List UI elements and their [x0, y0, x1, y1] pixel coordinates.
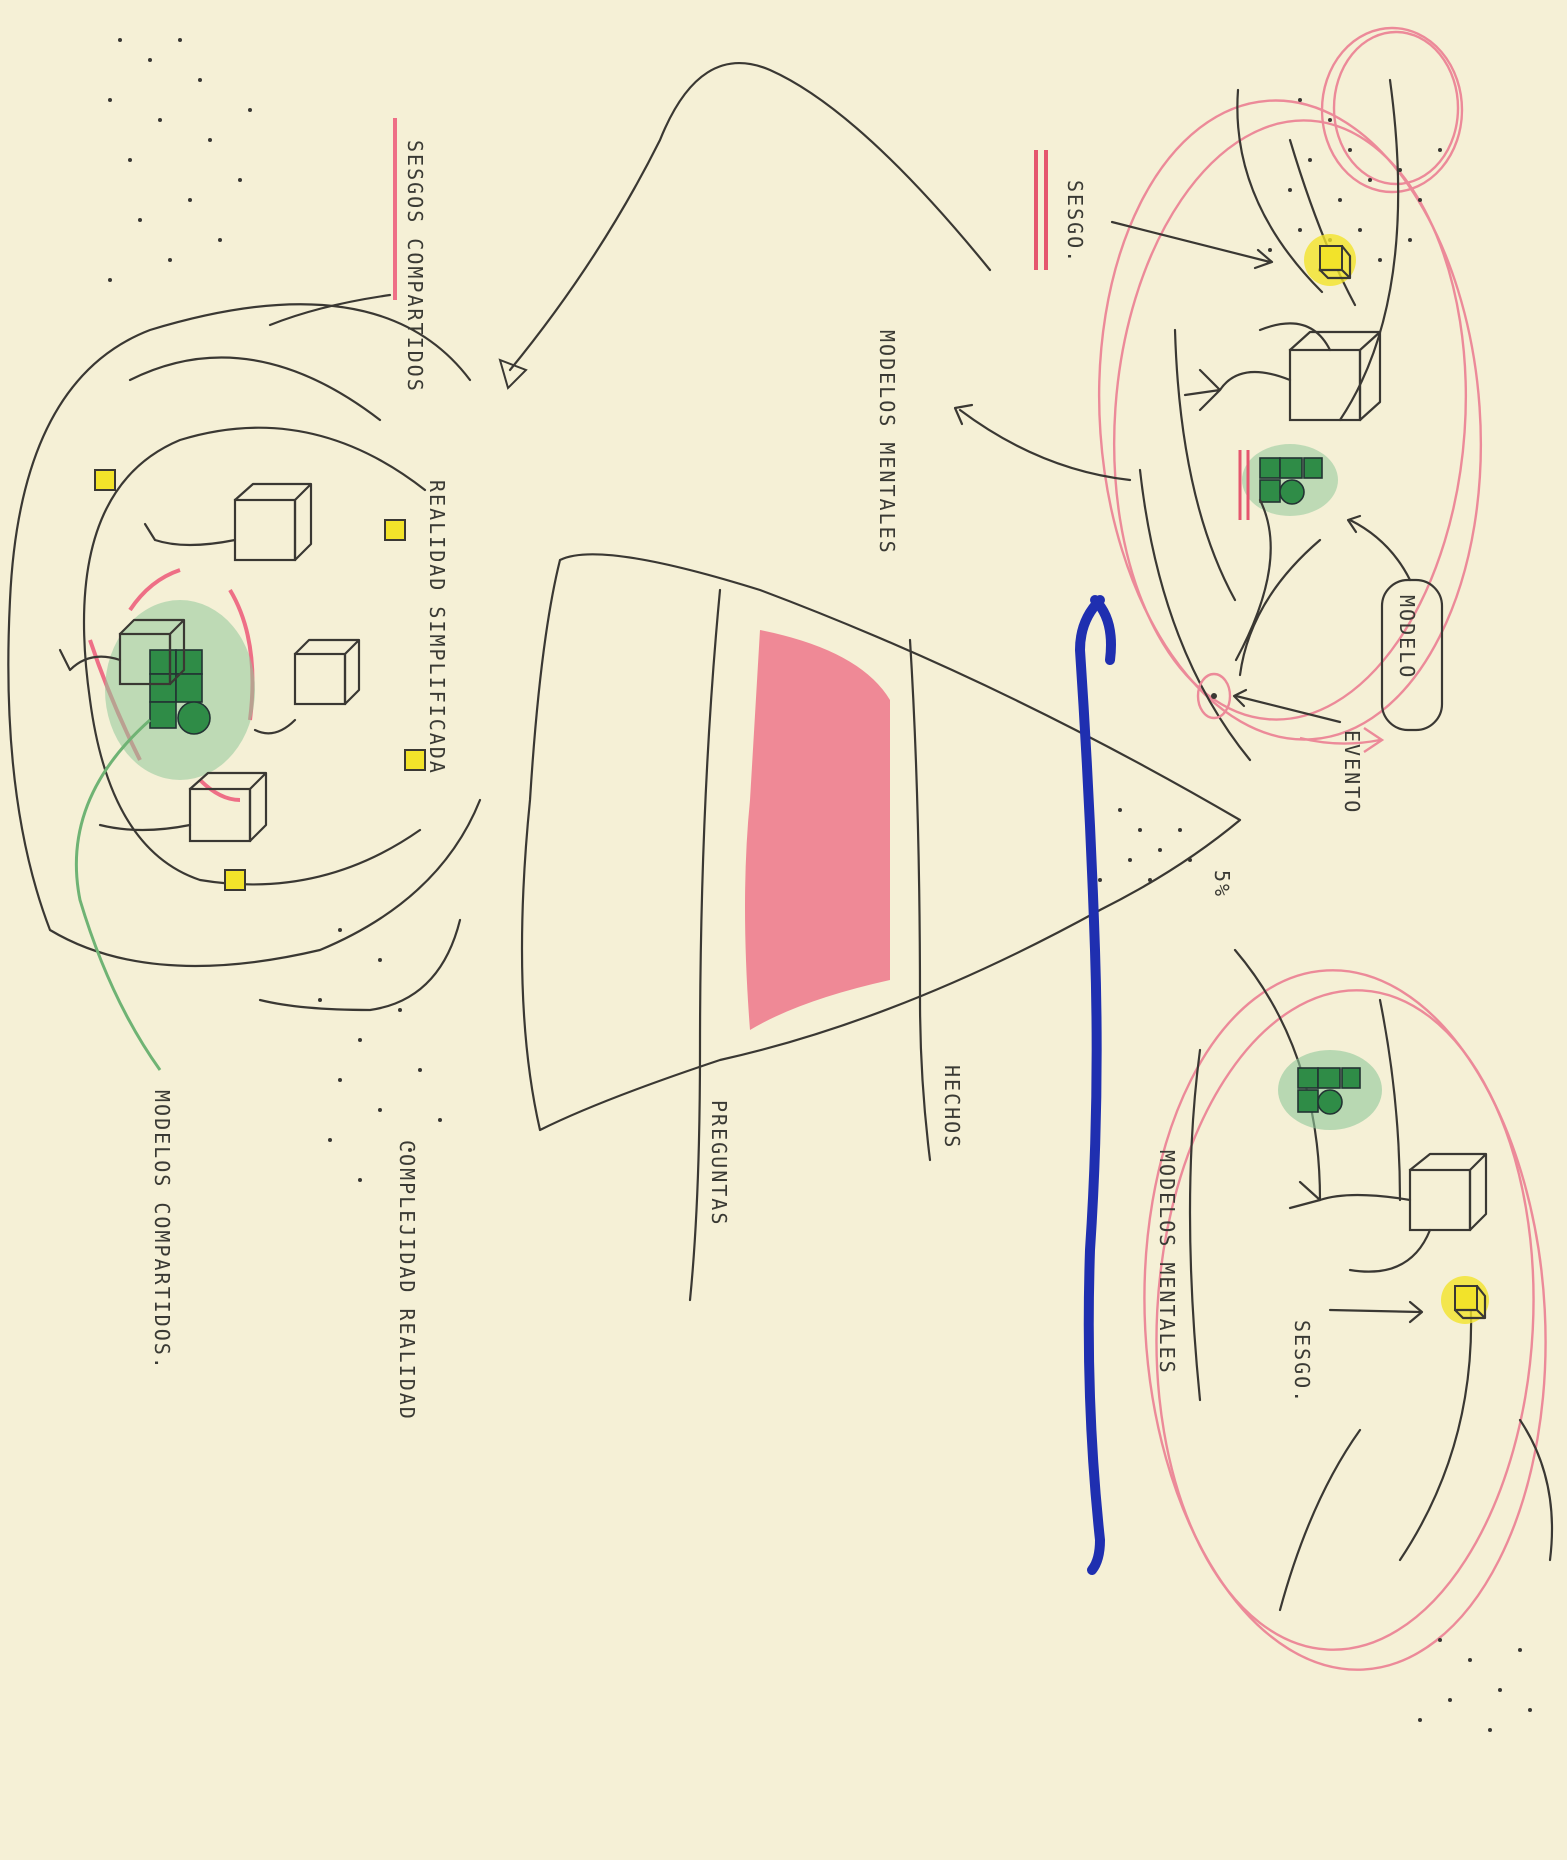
shared-models-cluster: SESGOS COMPARTIDOS REALIDAD SIMPLIFICADA… [8, 38, 480, 1421]
label-realidad-simplificada: REALIDAD SIMPLIFICADA [425, 480, 449, 775]
person-figure-left-3-icon [255, 640, 359, 733]
green-pointer [76, 720, 160, 1070]
person-figure-left-1-icon [145, 484, 311, 560]
label-modelos-mentales-bottom: MODELOS MENTALES [1155, 1150, 1179, 1375]
label-sesgo-bottom: SESGO. [1290, 1320, 1314, 1404]
curved-arrow-top [510, 63, 990, 370]
yellow-cube-ring-2-icon [385, 520, 405, 540]
green-blocks-icon [1240, 444, 1338, 520]
arrow-modelo [1350, 520, 1410, 580]
label-sesgo-top: SESGO. [1063, 180, 1087, 264]
label-sesgos-compartidos: SESGOS COMPARTIDOS [403, 140, 427, 393]
arc-top-e [1175, 330, 1235, 600]
dots-left-top [108, 38, 252, 282]
dots-bottom [1418, 1638, 1532, 1732]
blue-waterline [1080, 600, 1100, 1570]
iceberg-triangle: 5% HECHOS PREGUNTAS [522, 554, 1240, 1300]
pink-circle-small-2 [1334, 32, 1458, 184]
yellow-cube-ring-4-icon [225, 870, 245, 890]
yellow-cube-icon [1304, 234, 1356, 286]
individual-model-bottom: SESGO. MODELOS MENTALES [1127, 950, 1563, 1732]
evento-node: EVENTO [1198, 500, 1364, 814]
green-blocks-bottom-icon [1278, 1050, 1382, 1130]
red-fill-band [745, 630, 890, 1030]
label-modelos-mentales-mid: MODELOS MENTALES [875, 330, 899, 555]
arrow-sesgo-top [1112, 222, 1270, 262]
outer-oval [8, 304, 480, 966]
dots-triangle-tip [1098, 808, 1192, 882]
label-complejidad-realidad: COMPLEJIDAD REALIDAD [395, 1140, 419, 1421]
label-preguntas: PREGUNTAS [707, 1100, 731, 1226]
yellow-cube-bottom-icon [1441, 1276, 1489, 1324]
label-modelo: MODELO [1395, 595, 1419, 679]
yellow-cube-ring-3-icon [405, 750, 425, 770]
person-figure-left-4-icon [100, 773, 266, 841]
yellow-cube-ring-1-icon [95, 470, 115, 490]
label-modelos-compartidos: MODELOS COMPARTIDOS. [150, 1090, 174, 1371]
line-hechos [910, 640, 930, 1160]
person-figure-icon [1185, 323, 1380, 420]
label-hechos: HECHOS [940, 1065, 964, 1149]
dots-top [1268, 98, 1442, 272]
pink-circle-small [1322, 28, 1462, 192]
dots-left-bottom [318, 928, 442, 1182]
label-evento: EVENTO [1340, 730, 1364, 814]
label-percent: 5% [1210, 870, 1234, 898]
